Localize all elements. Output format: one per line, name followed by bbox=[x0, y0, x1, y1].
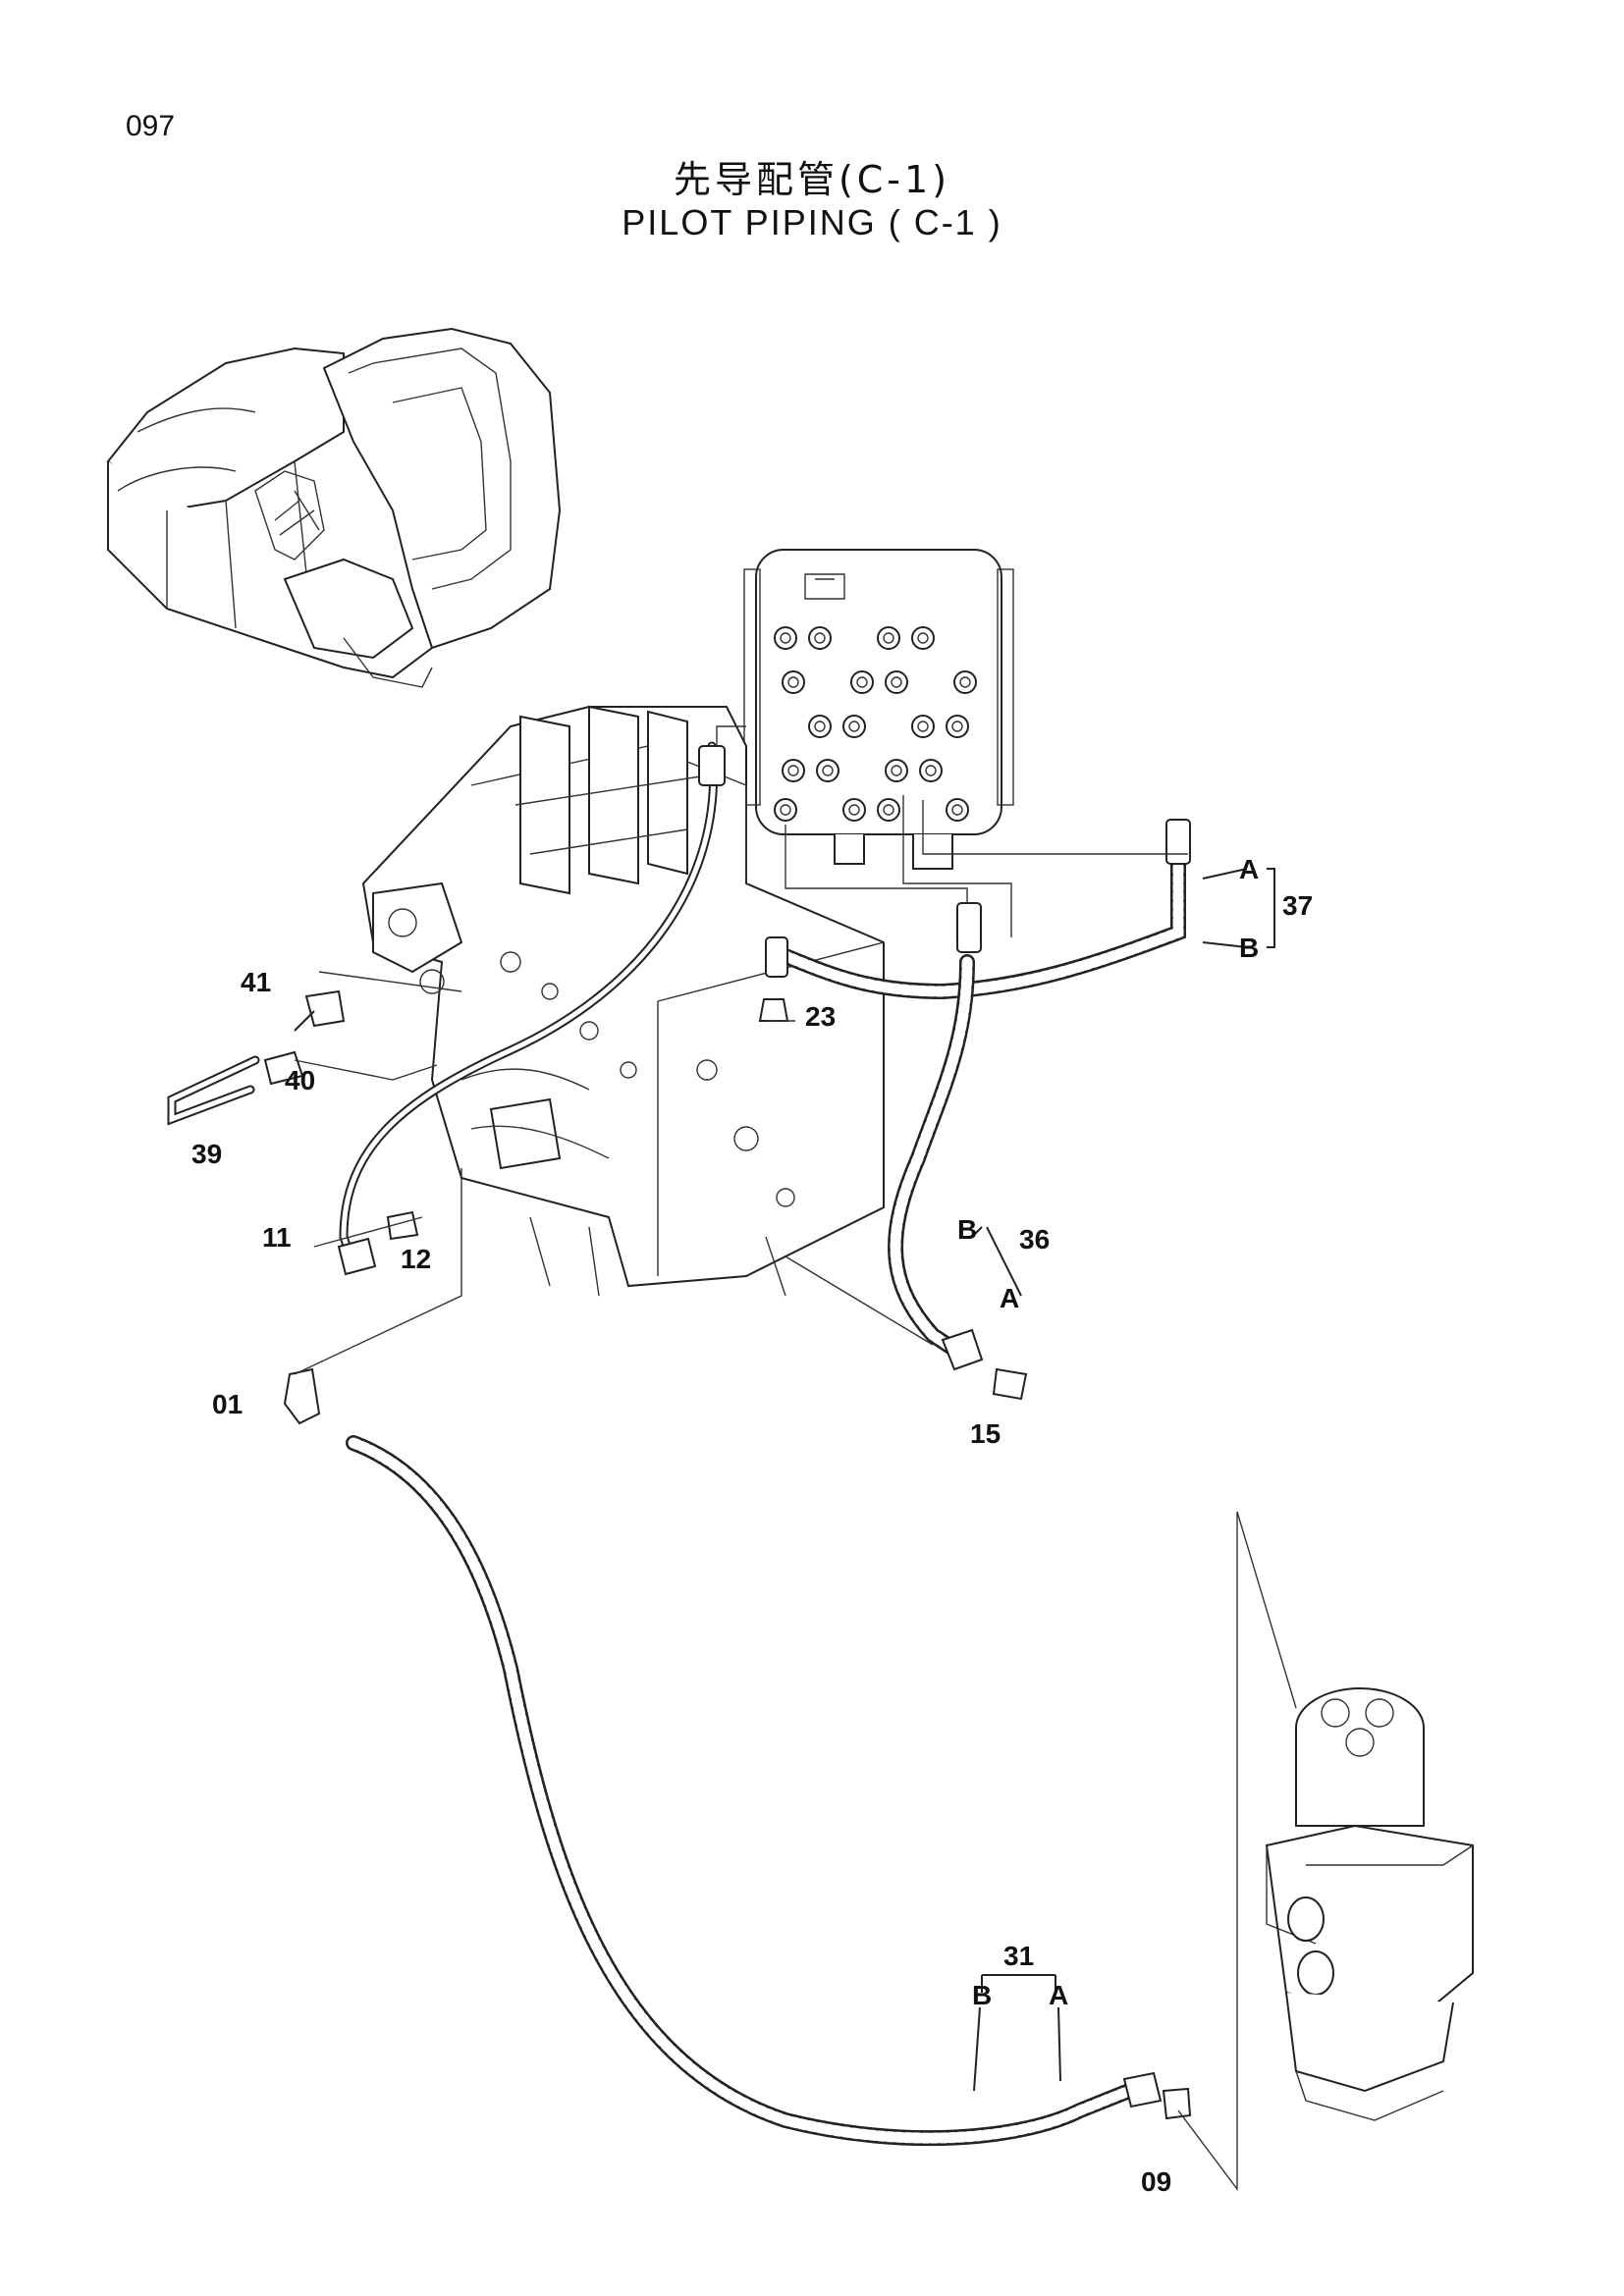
valve-port bbox=[953, 670, 977, 694]
callout-31-a: A bbox=[1049, 1980, 1068, 2010]
valve-port bbox=[842, 715, 866, 738]
valve-port bbox=[850, 670, 874, 694]
valve-port bbox=[877, 798, 900, 822]
valve-port bbox=[774, 798, 797, 822]
valve-port bbox=[877, 626, 900, 650]
valve-port-bore bbox=[917, 721, 929, 732]
callout-36-a: A bbox=[1000, 1283, 1019, 1313]
fittings bbox=[263, 745, 1192, 2120]
title-chinese: 先导配管(C-1) bbox=[673, 158, 951, 201]
pilot-valve-block bbox=[743, 549, 1014, 870]
valve-port-bore bbox=[883, 804, 894, 816]
center-joint bbox=[1265, 1687, 1474, 2121]
callout-31: 31 bbox=[1003, 1941, 1034, 1971]
valve-port-bore bbox=[925, 765, 937, 776]
callout-12: 12 bbox=[401, 1244, 431, 1274]
valve-port-bore bbox=[780, 632, 791, 644]
hose-37 bbox=[768, 846, 1186, 1000]
valve-port-bore bbox=[951, 804, 963, 816]
callout-37-a: A bbox=[1239, 854, 1259, 884]
callout-41: 41 bbox=[241, 967, 271, 997]
tube-39 bbox=[167, 1055, 260, 1126]
hose-36 bbox=[888, 954, 975, 1362]
callout-36: 36 bbox=[1019, 1224, 1050, 1255]
callout-09: 09 bbox=[1141, 2166, 1171, 2197]
callout-40: 40 bbox=[285, 1065, 315, 1095]
valve-port-bore bbox=[848, 721, 860, 732]
callout-15: 15 bbox=[970, 1418, 1001, 1449]
valve-port bbox=[911, 715, 935, 738]
valve-port-bore bbox=[780, 804, 791, 816]
callout-36-b: B bbox=[957, 1214, 977, 1245]
valve-port bbox=[842, 798, 866, 822]
callout-labels: 41 40 39 11 12 23 01 15 36 A B 37 A B 31… bbox=[191, 854, 1313, 2197]
callout-39: 39 bbox=[191, 1139, 222, 1169]
title-english: PILOT PIPING ( C-1 ) bbox=[622, 202, 1002, 242]
valve-port bbox=[782, 670, 805, 694]
valve-port bbox=[808, 715, 832, 738]
bracket-marks bbox=[971, 868, 1275, 2092]
callout-01: 01 bbox=[212, 1389, 243, 1419]
valve-port-bore bbox=[891, 676, 902, 688]
valve-port bbox=[816, 759, 839, 782]
valve-port-bore bbox=[848, 804, 860, 816]
valve-port bbox=[946, 798, 969, 822]
valve-port-bore bbox=[814, 721, 826, 732]
valve-port bbox=[774, 626, 797, 650]
valve-port-bore bbox=[951, 721, 963, 732]
valve-port bbox=[885, 759, 908, 782]
main-control-valve bbox=[361, 705, 885, 1297]
callout-31-b: B bbox=[972, 1980, 992, 2010]
valve-port bbox=[782, 759, 805, 782]
valve-port bbox=[911, 626, 935, 650]
page-number: 097 bbox=[126, 110, 176, 142]
valve-port-bore bbox=[959, 676, 971, 688]
valve-port bbox=[885, 670, 908, 694]
valve-port bbox=[946, 715, 969, 738]
valve-port-bore bbox=[891, 765, 902, 776]
valve-port bbox=[808, 626, 832, 650]
valve-port-bore bbox=[822, 765, 834, 776]
valve-port-bore bbox=[856, 676, 868, 688]
callout-11: 11 bbox=[262, 1222, 292, 1253]
tube-11 bbox=[339, 741, 718, 1271]
valve-port-bore bbox=[787, 676, 799, 688]
valve-port-bore bbox=[917, 632, 929, 644]
valve-port-bore bbox=[814, 632, 826, 644]
callout-23: 23 bbox=[805, 1001, 836, 1032]
valve-port-bore bbox=[883, 632, 894, 644]
valve-port-bore bbox=[787, 765, 799, 776]
valve-port bbox=[919, 759, 943, 782]
leader-lines bbox=[294, 725, 1297, 2192]
hose-31 bbox=[346, 1435, 1137, 2147]
excavator-overview-illustration bbox=[106, 327, 562, 688]
callout-37: 37 bbox=[1282, 890, 1313, 921]
callout-37-b: B bbox=[1239, 933, 1259, 963]
